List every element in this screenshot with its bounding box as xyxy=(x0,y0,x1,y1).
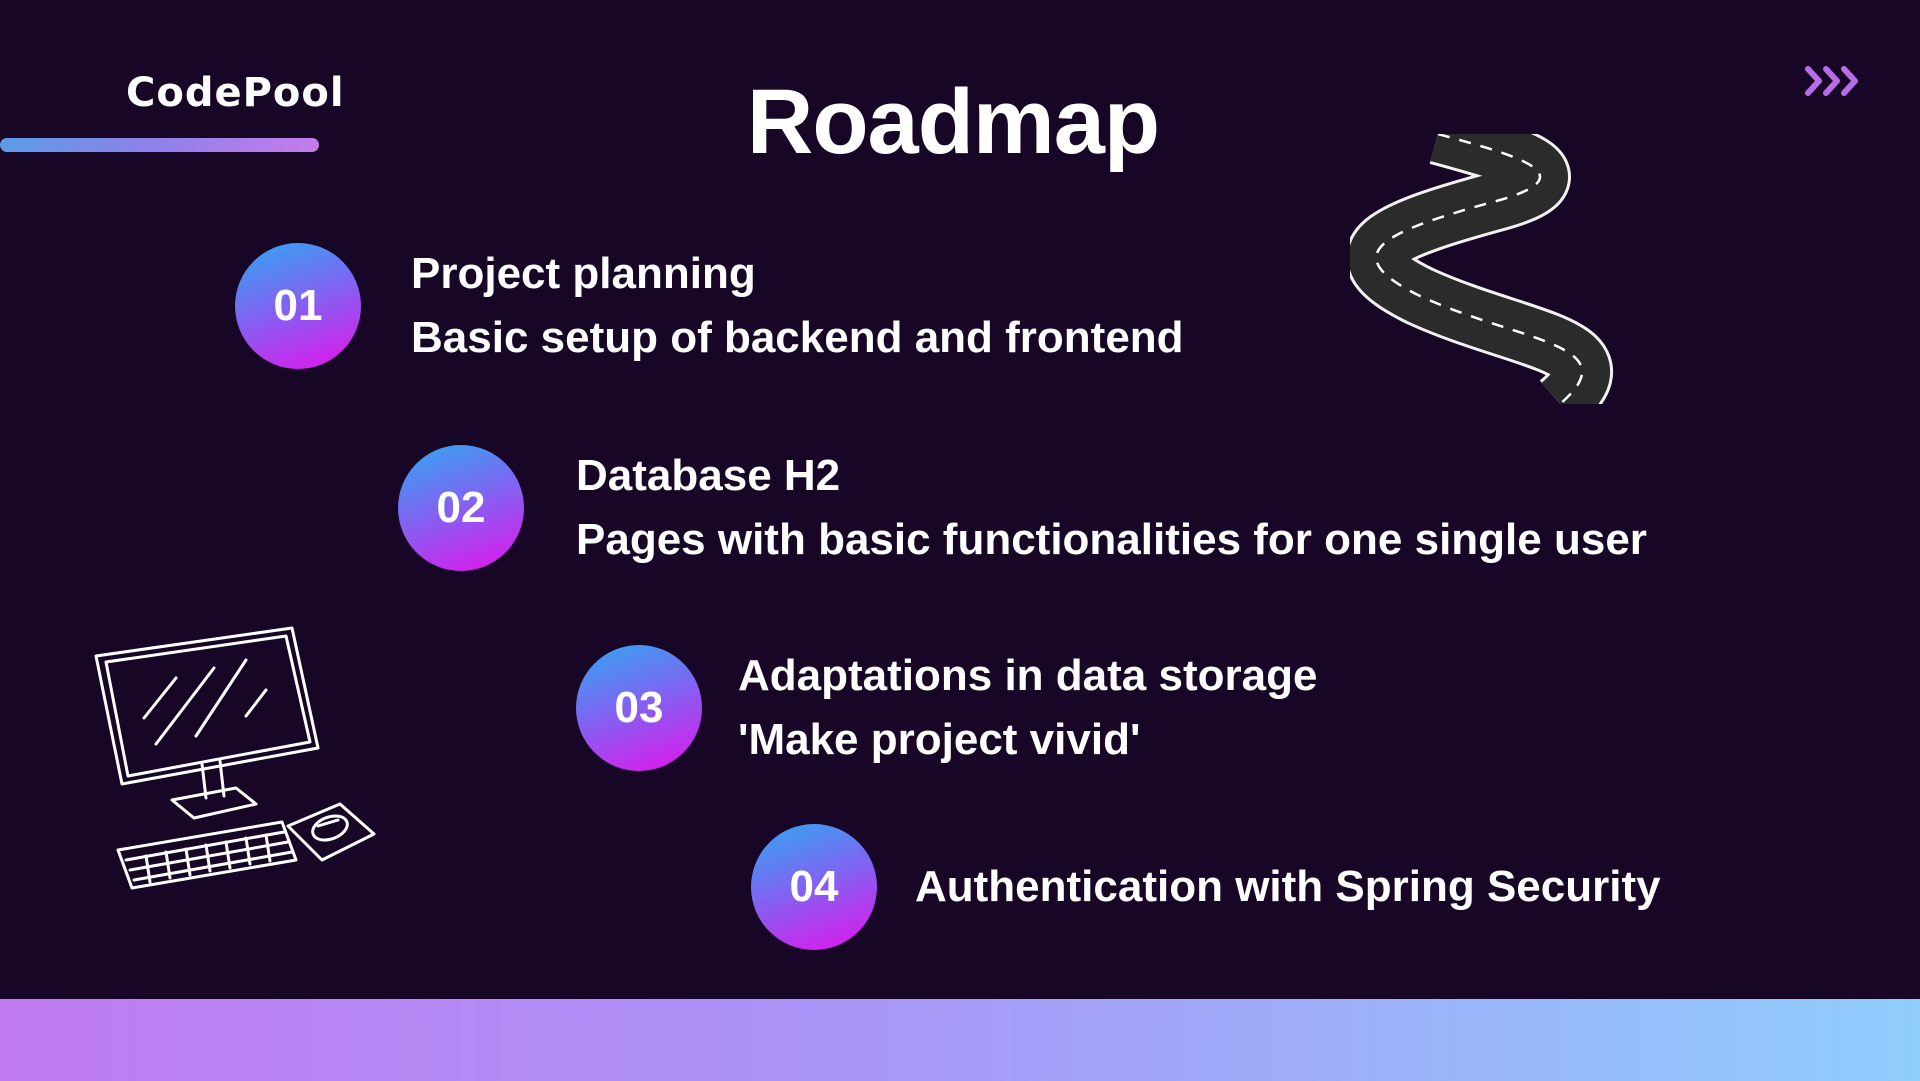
step-number-badge: 04 xyxy=(751,824,877,950)
step-description: Adaptations in data storage 'Make projec… xyxy=(738,644,1317,772)
triple-chevron-right-icon[interactable] xyxy=(1804,64,1864,98)
slide-title: Roadmap xyxy=(746,71,1160,173)
step-title: Project planning xyxy=(411,249,756,298)
step-description: Authentication with Spring Security xyxy=(915,855,1661,919)
step-detail: Pages with basic functionalities for one… xyxy=(576,515,1647,564)
step-description: Project planning Basic setup of backend … xyxy=(411,242,1184,370)
brand-underline xyxy=(0,138,319,152)
brand-logo-text: CodePool xyxy=(126,70,345,116)
step-title: Database H2 xyxy=(576,451,841,500)
step-number-badge: 02 xyxy=(398,445,524,571)
step-detail: Basic setup of backend and frontend xyxy=(411,313,1184,362)
footer-gradient-bar xyxy=(0,999,1920,1081)
step-number-badge: 01 xyxy=(235,243,361,369)
step-title: Authentication with Spring Security xyxy=(915,862,1661,911)
step-description: Database H2 Pages with basic functionali… xyxy=(576,444,1647,572)
roadmap-step-04: 04 Authentication with Spring Security xyxy=(751,824,1661,950)
step-title: Adaptations in data storage xyxy=(738,651,1318,700)
roadmap-step-02: 02 Database H2 Pages with basic function… xyxy=(398,444,1647,572)
step-number-badge: 03 xyxy=(576,645,702,771)
desktop-computer-sketch xyxy=(94,626,376,890)
roadmap-step-03: 03 Adaptations in data storage 'Make pro… xyxy=(576,644,1317,772)
roadmap-step-01: 01 Project planning Basic setup of backe… xyxy=(235,242,1184,370)
step-detail: 'Make project vivid' xyxy=(738,715,1141,764)
winding-road-illustration xyxy=(1350,134,1613,404)
